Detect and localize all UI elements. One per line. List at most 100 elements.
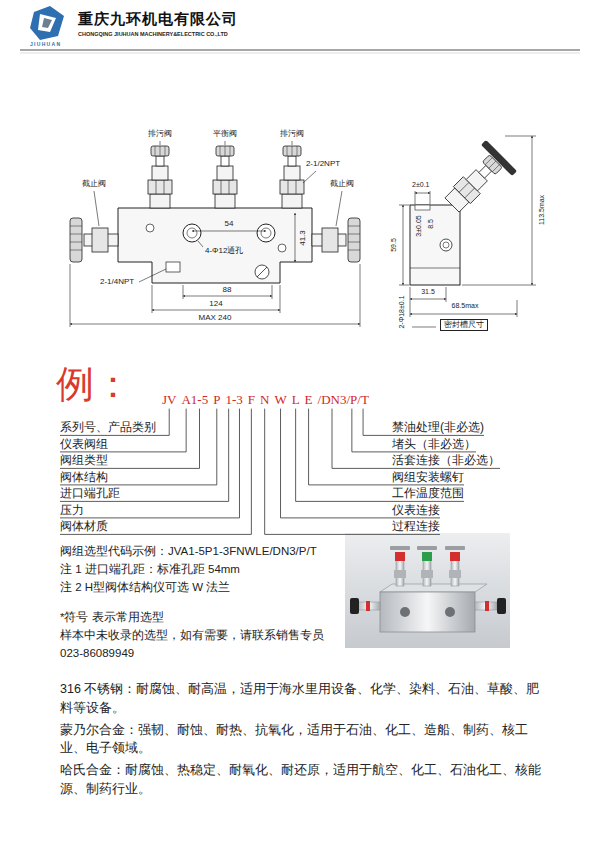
manifold-front-view-part [166,262,180,272]
leader-line [332,409,333,469]
valve-name: 平衡阀 [213,129,237,139]
side-dimension-lines-part [410,287,411,317]
manifold-front-view-part [257,267,267,277]
leader-line [60,534,251,535]
valve [280,146,304,208]
code-segment: E [305,392,313,407]
dimension-lines-part [336,191,342,226]
dimension-lines-part [152,285,153,313]
leader-line [281,517,440,518]
side-dimension-lines-part [517,300,518,317]
valve [213,146,237,208]
material-description: 蒙乃尔合金：强韧、耐蚀、耐热、抗氧化，适用于石油、化工、造船、制药、核工业、电子… [60,721,550,759]
manifold-front-view-part [183,224,201,242]
seal-groove-note: 密封槽尺寸 [440,319,488,331]
header-rule-part [20,49,580,51]
product-photo-part [422,552,432,561]
product-photo-part [417,546,437,550]
leader-line [60,517,239,518]
company-name-english: CHONGQING JIUHUAN MACHINERY&ELECTRIC CO.… [78,31,228,38]
dimension-lines-part [70,324,360,325]
product-photo-part [449,570,461,578]
code-segment: JV [162,392,176,407]
code-segment: L [292,392,300,407]
product-photo-part [345,533,510,648]
manifold-front-view-part [257,224,275,242]
valve-name: 排污阀 [280,129,304,139]
code-field-name: 进口端孔距 [60,486,120,500]
leader-line [363,435,484,436]
material-description: 316 不锈钢：耐腐蚀、耐高温，适用于海水里用设备、化学、染料、石油、草酸、肥料… [60,680,550,718]
dimension-lines [70,141,360,327]
leader-line [186,409,187,452]
dimension-lines-part [152,310,280,311]
manifold-front-view-part [70,218,82,262]
side-dimension-lines-part [462,285,536,286]
valve-name: 排污阀 [148,129,172,139]
code-segment: N [260,392,269,407]
dimension: 124 [209,299,222,309]
company-logo-part [38,14,56,32]
leader-line [265,534,440,535]
ordering-code: JVA1-5P1-3FNWLE/DN3/P/T [162,392,374,408]
dimension: 68.5max [452,302,479,310]
leader-line [264,409,265,535]
side-dimension-lines [399,136,536,327]
manifold-front-view-part [255,265,269,279]
product-photo-part [395,552,405,561]
dimension-lines-part [295,213,296,262]
manifold-front-view-part [146,224,154,232]
header-rule [20,50,580,53]
leader-line [60,468,200,469]
dimension-lines-part [70,264,71,327]
manifold-side-view-part [440,239,452,251]
dimension: 54 [225,219,234,229]
leader-line [60,501,229,502]
code-field-name: 过程连接 [392,519,440,533]
manifold-front-view-part [278,244,286,252]
manifold-side-view-part [410,268,460,269]
company-name: 重庆九环机电有限公司 [78,10,238,28]
dimension-lines-part [360,264,361,327]
leader-line [332,468,500,469]
dimension: 2-Φ18±0.1 [398,295,406,328]
example-heading: 例： [56,362,132,408]
product-photo-part [445,607,455,617]
company-logo [30,6,64,40]
code-field-name: 阀组类型 [60,453,108,467]
thread-spec: 2-1/4NPT [100,277,134,287]
manifold-side-view [410,140,517,285]
side-dimension-lines-part [399,205,409,206]
dimension-lines-part [94,191,99,226]
dimension: 31.5 [421,288,435,296]
code-field-name: 活套连接（非必选） [392,453,500,467]
leader-line [60,484,217,485]
dimension-lines-part [280,285,281,313]
note-text: 阀组选型代码示例：JVA1-5P1-3FNWLE/DN3/P/T [60,545,317,559]
code-field-name: 禁油处理(非必选) [392,420,484,434]
leader-line [251,409,252,535]
leader-line [351,409,352,452]
manifold-side-view-part [443,242,449,248]
hole-spec: 4-Φ12通孔 [205,246,243,256]
leader-line [239,409,240,518]
note-text: 样本中未收录的选型，如有需要，请联系销售专员 [60,629,324,643]
code-segment: 1-3 [225,392,242,407]
product-photo-part [497,598,506,614]
side-dimension-lines-part [412,327,436,328]
dimension: 88 [223,285,232,295]
dimension-lines-part [303,171,316,183]
note-text: 注 2 H型阀体结构仪可选 W 法兰 [60,581,230,595]
side-dimension-lines-part [532,136,533,285]
leader-line [308,409,309,485]
dimension: MAX 240 [199,313,232,323]
dimension-lines-part [183,285,184,299]
product-photo-part [400,607,410,617]
company-logo-part [42,18,52,28]
valve [444,153,505,214]
product-photo-part [390,546,410,550]
code-field-name: 阀体材质 [60,519,108,533]
side-dimension-lines-part [415,193,430,194]
dimension-lines-part [198,241,203,247]
manifold-front-view-part [118,208,312,283]
